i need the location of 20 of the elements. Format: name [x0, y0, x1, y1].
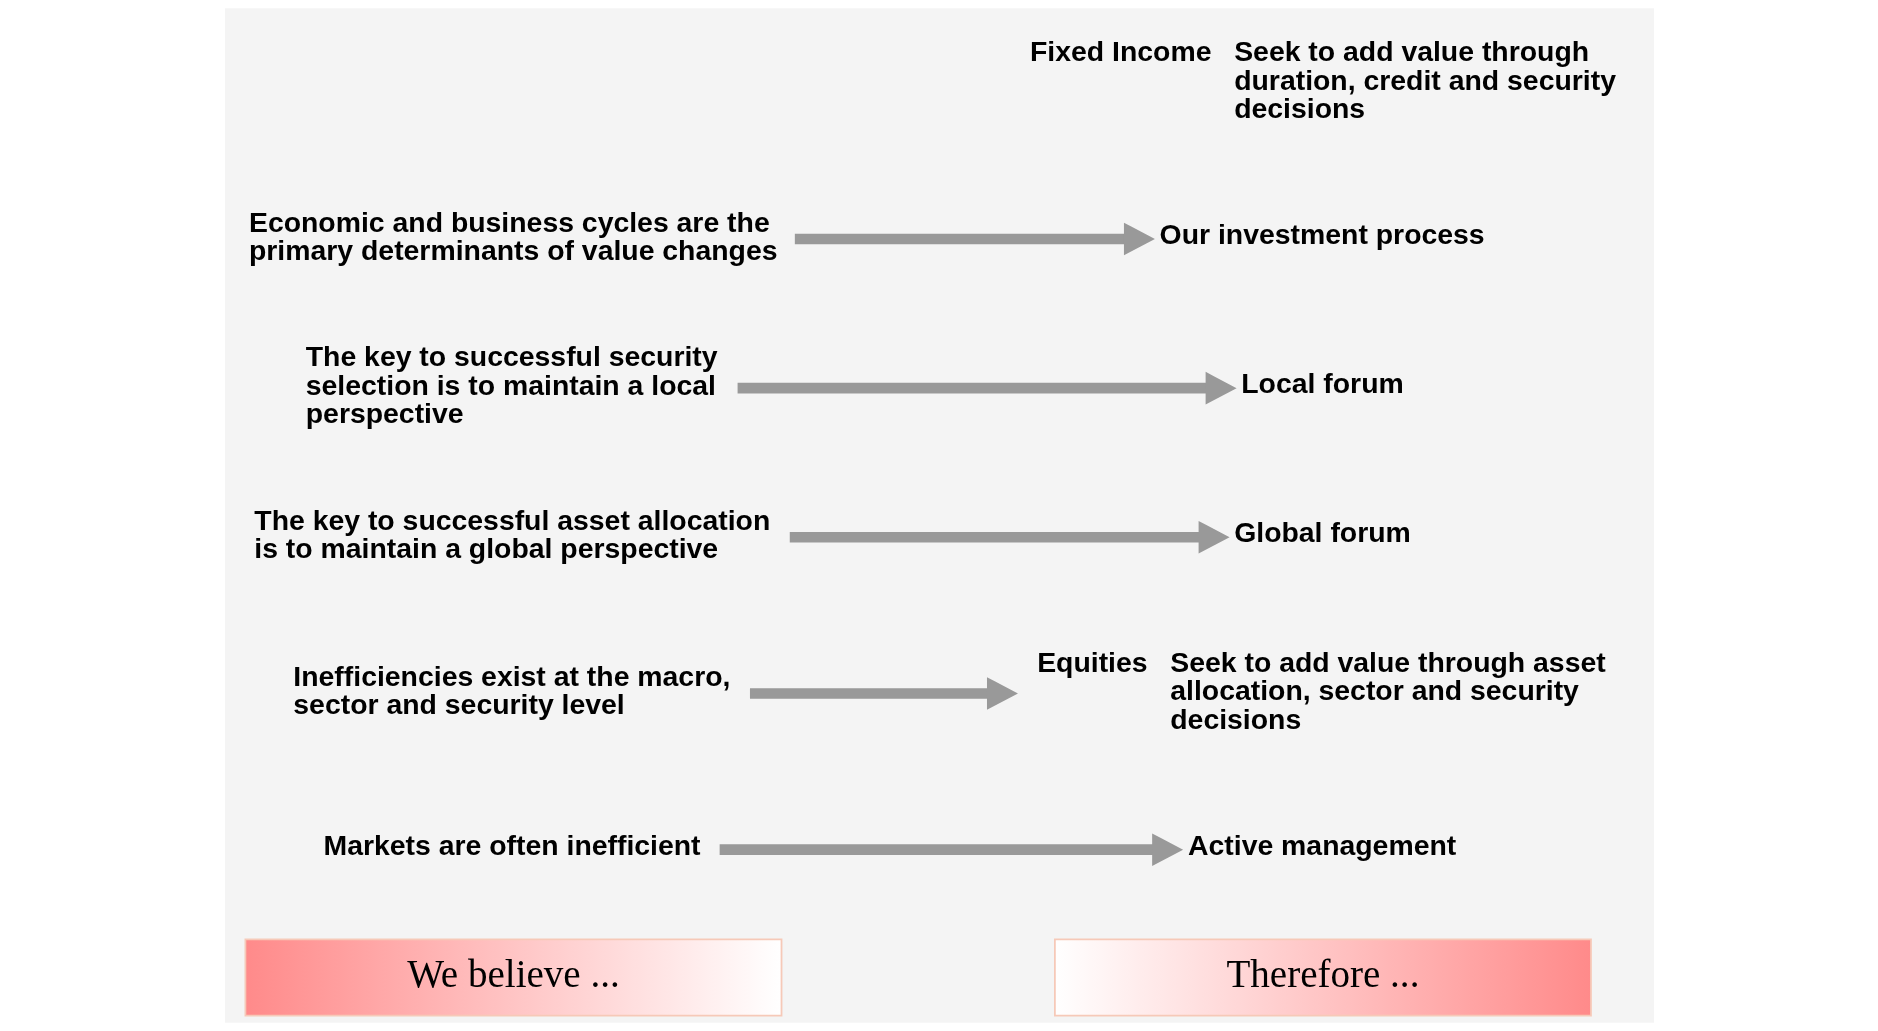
- node-text: Equities: [1036, 645, 1148, 678]
- node-text: Markets are often inefficient: [323, 828, 701, 861]
- node-text: The key to successful security selection is to maintain a local perspective: [305, 340, 718, 430]
- label: Fixed Income: [1029, 35, 1211, 68]
- label: Seek to add value through duration, credit and security decisions: [1233, 35, 1616, 124]
- node-text: Our investment process: [1159, 217, 1485, 250]
- node-text: Economic and business cycles are the primary determinants of value changes: [248, 205, 778, 266]
- arrow: [789, 520, 1230, 554]
- arrow: [719, 833, 1183, 866]
- node-text: Global forum: [1233, 516, 1411, 549]
- node-box: We believe ...: [244, 938, 782, 1017]
- node-text: Local forum: [1240, 367, 1404, 400]
- node-text: The key to successful asset allocation is to maintain a global perspective: [253, 503, 770, 565]
- node-box: Therefore ...: [1053, 938, 1592, 1017]
- node-text: Inefficiencies exist at the macro, sector and security level: [292, 660, 730, 721]
- node-text: Active management: [1187, 828, 1456, 861]
- node-label: Seek to add value through asset allocation, sector and security decisions: [1169, 645, 1606, 735]
- arrow: [794, 222, 1155, 256]
- arrow: [737, 371, 1237, 405]
- arrow: [749, 677, 1018, 710]
